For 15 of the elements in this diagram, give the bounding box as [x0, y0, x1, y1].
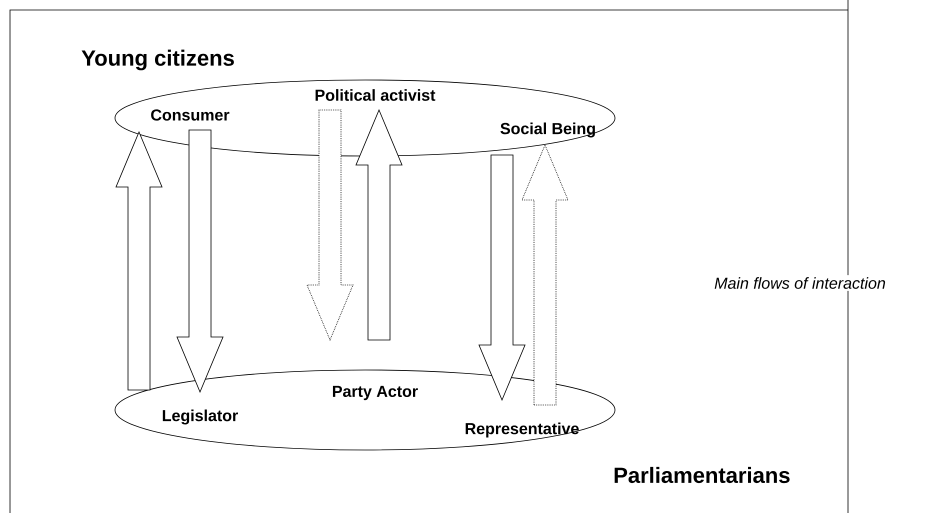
- block-arrow: [521, 144, 569, 406]
- group-heading: Young citizens: [82, 50, 234, 70]
- role-label: Party Actor: [332, 386, 418, 400]
- block-arrow: [176, 130, 224, 394]
- role-label: Political activist: [316, 89, 436, 101]
- role-label: Legislator: [162, 410, 238, 424]
- role-label: Consumer: [151, 109, 230, 121]
- note-label: Main flows of interaction: [712, 275, 888, 291]
- role-label: Representative: [466, 422, 579, 438]
- block-arrow: [115, 130, 163, 390]
- role-label: Social Being: [500, 122, 595, 138]
- block-arrow: [306, 110, 354, 342]
- block-arrow: [478, 154, 526, 402]
- group-heading: Parliamentarians: [614, 466, 790, 484]
- block-arrow: [355, 108, 403, 340]
